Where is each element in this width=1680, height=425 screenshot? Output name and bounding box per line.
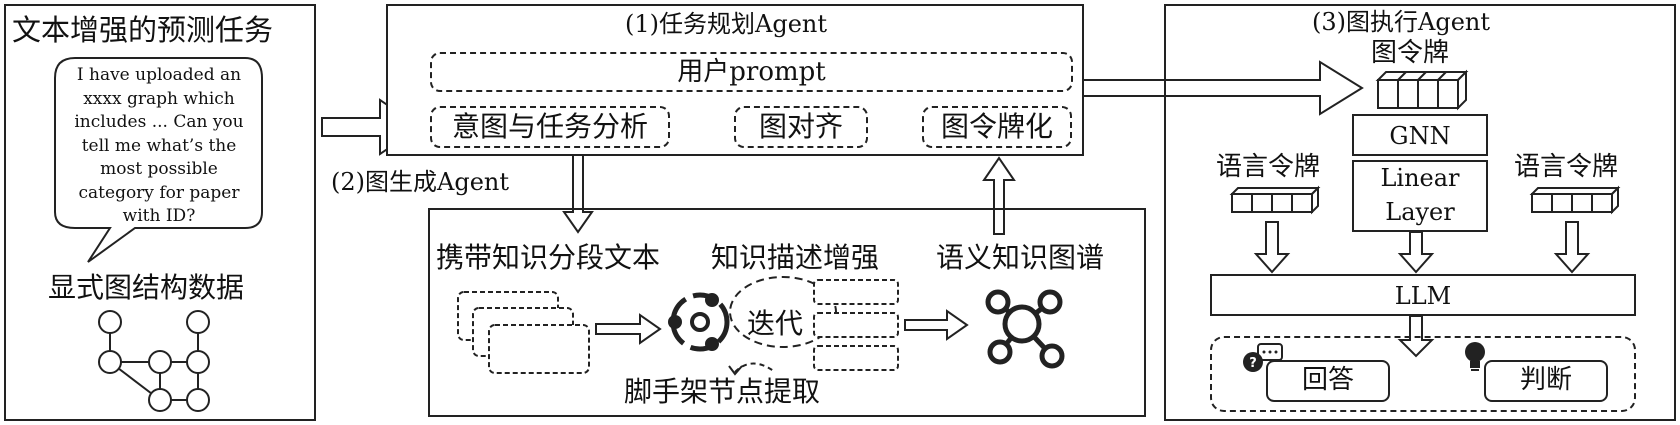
language-token-left (1229, 185, 1321, 215)
agent1-title: (1)任务规划Agent (625, 10, 827, 38)
intent-analysis-label: 意图与任务分析 (451, 110, 648, 143)
stacked-documents-icon (457, 291, 590, 374)
arrow-lang-right-to-llm (1553, 221, 1591, 274)
language-token-right-label: 语言令牌 (1514, 152, 1619, 182)
judge-box (1484, 360, 1608, 402)
output-container (1210, 336, 1636, 412)
bubble-line: tell me what’s the (81, 135, 237, 156)
left-panel (4, 4, 316, 421)
judge-label: 判断 (1519, 365, 1572, 395)
layer-label: Layer (1385, 198, 1455, 226)
arrow-down-to-agent2 (562, 149, 594, 234)
bubble-line: most possible (100, 159, 218, 179)
llm-label: LLM (1394, 282, 1452, 310)
arrow-gnn-to-llm (1397, 231, 1435, 274)
scaffold-extract-label: 脚手架节点提取 (624, 375, 821, 408)
iterate-label: 迭代 (747, 307, 804, 340)
agent2-panel (428, 208, 1146, 417)
bubble-line: xxxx graph which (83, 88, 235, 109)
intent-analysis-box (430, 106, 670, 148)
bubble-line: category for paper (78, 182, 240, 203)
bubble-line: includes ... Can you (74, 112, 244, 132)
language-token-right (1529, 185, 1621, 215)
linear-label: Linear (1380, 164, 1460, 192)
graph-tokenize-box (922, 106, 1072, 148)
answer-box (1266, 360, 1390, 402)
knowledge-boxes (813, 279, 899, 371)
graph-tokenize-label: 图令牌化 (940, 110, 1053, 143)
graph-token-block (1375, 69, 1469, 111)
arrow-lang-left-to-llm (1253, 221, 1291, 274)
linear-layer-box (1352, 160, 1488, 232)
gnn-box (1352, 114, 1488, 156)
svg-text:?: ? (1249, 356, 1257, 371)
arrow-docs-to-hub (595, 313, 662, 345)
graph-token-label: 图令牌 (1371, 38, 1450, 68)
bubble-line: I have uploaded an (76, 65, 242, 85)
answer-label: 回答 (1301, 365, 1354, 395)
speech-bubble-text: I have uploaded an xxxx graph which incl… (60, 64, 258, 229)
language-token-left-label: 语言令牌 (1216, 152, 1321, 182)
arrow-to-agent3 (1081, 60, 1364, 116)
gnn-label: GNN (1389, 122, 1451, 150)
knowledge-enhance-label: 知识描述增强 (711, 241, 880, 274)
lightbulb-icon (1465, 342, 1485, 371)
user-prompt-label: 用户prompt (677, 57, 826, 87)
knowledge-graph-icon (985, 289, 1065, 369)
graph-align-label: 图对齐 (758, 110, 843, 143)
graph-align-box (734, 106, 868, 148)
arrow-up-to-tokenize (982, 156, 1016, 235)
segmented-text-label: 携带知识分段文本 (436, 241, 661, 274)
agent3-panel (1164, 4, 1676, 421)
graph-structure-label: 显式图结构数据 (48, 271, 245, 304)
speech-bubble (54, 57, 263, 263)
graph-structure-icon (98, 310, 210, 412)
bubble-line: with ID? (122, 206, 196, 226)
hub-node-icon (668, 292, 730, 352)
semantic-kg-label: 语义知识图谱 (936, 241, 1105, 274)
llm-box (1210, 274, 1636, 316)
user-prompt-box (430, 52, 1073, 92)
left-panel-title: 文本增强的预测任务 (12, 13, 274, 47)
agent2-title: (2)图生成Agent (331, 168, 509, 196)
agent3-title: (3)图执行Agent (1312, 8, 1490, 36)
arrow-to-kg (904, 309, 969, 341)
